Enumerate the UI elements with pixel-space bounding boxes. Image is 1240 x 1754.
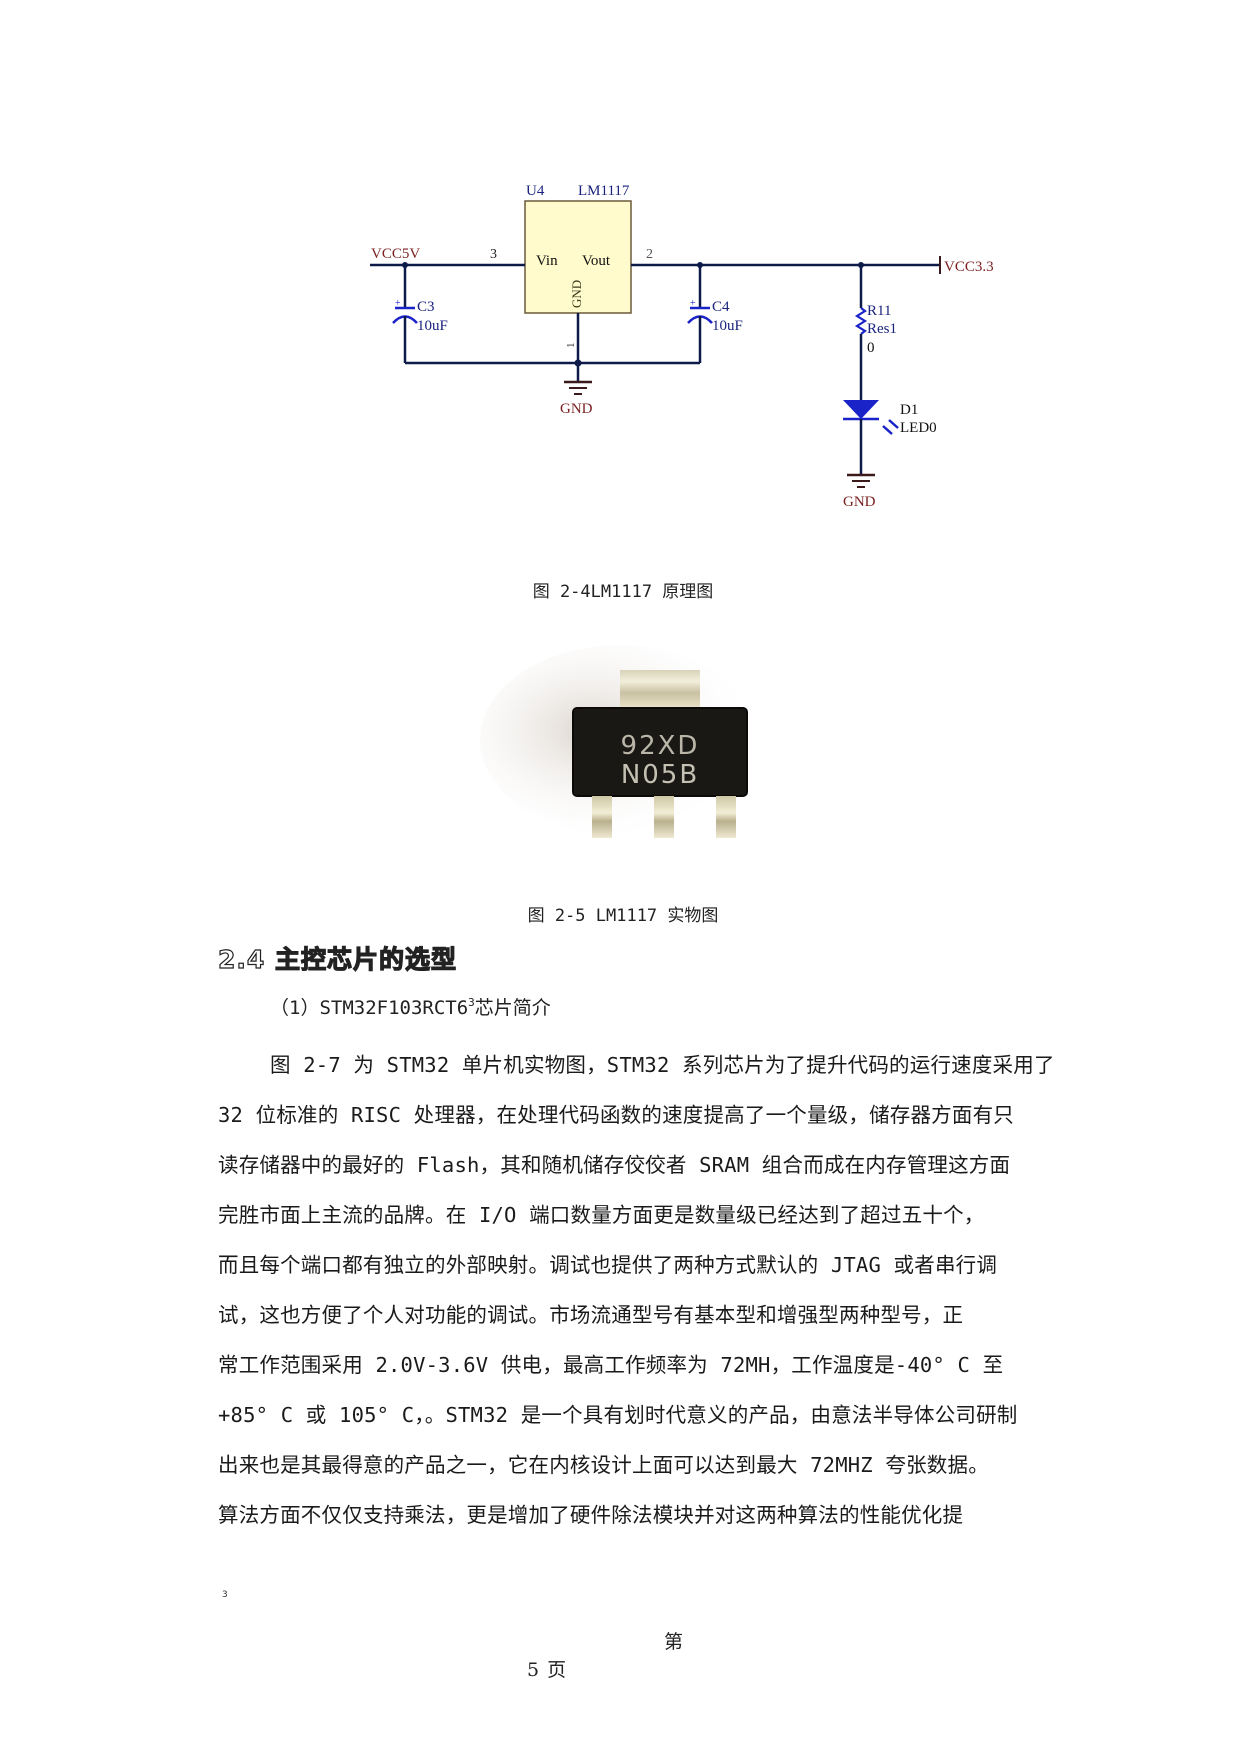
- c3-value: 10uF: [417, 318, 448, 334]
- c4-ref: C4: [712, 299, 730, 315]
- paragraph-line: 而且每个端口都有独立的外部映射。调试也提供了两种方式默认的 JTAG 或者串行调: [218, 1253, 998, 1277]
- pin-gnd-label: GND: [569, 280, 584, 308]
- page-footer-ye: 页: [547, 1659, 575, 1681]
- chip-marking-2: N05B: [621, 760, 699, 790]
- pin1-number: 1: [565, 343, 577, 349]
- figure-2-4-caption: 图 2-4LM1117 原理图: [532, 582, 714, 602]
- u4-part: LM1117: [578, 183, 630, 199]
- ic-u4-body: [524, 200, 632, 314]
- lm1117-photo: 92XD N05B: [470, 620, 920, 880]
- page-footer-di: 第: [664, 1631, 684, 1653]
- figure-2-5-caption: 图 2-5 LM1117 实物图: [527, 906, 719, 926]
- lm1117-schematic: U4 LM1117 Vin Vout GND 3 VCC5V + C3 10uF…: [370, 180, 1050, 560]
- pin-vout-label: Vout: [582, 253, 611, 269]
- chip-tab: [620, 670, 700, 708]
- r11-type: Res1: [867, 321, 897, 337]
- svg-text:+: +: [395, 298, 401, 309]
- footnote-ref[interactable]: 3: [468, 996, 475, 1009]
- body-paragraph: 图 2-7 为 STM32 单片机实物图，STM32 系列芯片为了提升代码的运行…: [218, 1040, 1138, 1540]
- paragraph-line: 试，这也方便了个人对功能的调试。市场流通型号有基本型和增强型两种型号，正: [218, 1303, 964, 1327]
- paragraph-line: 读存储器中的最好的 Flash，其和随机储存佼佼者 SRAM 组合而成在内存管理…: [218, 1153, 1011, 1177]
- chip-pin-3: [716, 796, 736, 838]
- d1-type: LED0: [900, 420, 937, 436]
- paragraph-line: 32 位标准的 RISC 处理器，在处理代码函数的速度提高了一个量级，储存器方面…: [218, 1103, 1014, 1127]
- pin3-number: 3: [490, 247, 497, 262]
- gnd-label-1: GND: [560, 401, 593, 417]
- subheading-suffix: 芯片简介: [474, 997, 551, 1019]
- page-footer-number: 5页: [527, 1655, 574, 1682]
- net-vcc3v3: VCC3.3: [944, 259, 994, 275]
- c4-value: 10uF: [712, 318, 743, 334]
- net-vcc5v: VCC5V: [371, 246, 420, 262]
- chip-marking-1: 92XD: [621, 731, 700, 761]
- d1-ref: D1: [900, 402, 918, 418]
- section-heading: 2.4 主控芯片的选型: [217, 944, 457, 974]
- chip-pin-1: [592, 796, 612, 838]
- paragraph-line: 出来也是其最得意的产品之一，它在内核设计上面可以达到最大 72MHZ 夸张数据。: [218, 1453, 989, 1477]
- subheading-prefix: （1）STM32F103RCT6: [270, 997, 469, 1019]
- subsection-heading: （1）STM32F103RCT63芯片简介: [270, 993, 551, 1020]
- chip-pin-2: [654, 796, 674, 838]
- r11-ref: R11: [867, 303, 891, 319]
- r11-value: 0: [867, 340, 875, 356]
- svg-text:+: +: [690, 298, 696, 309]
- gnd-label-2: GND: [843, 494, 876, 510]
- paragraph-line: 完胜市面上主流的品牌。在 I/O 端口数量方面更是数量级已经达到了超过五十个，: [218, 1203, 985, 1227]
- pin2-number: 2: [646, 247, 653, 262]
- footnote-marker: 3: [222, 1590, 228, 1600]
- pin-vin-label: Vin: [536, 253, 558, 269]
- u4-ref: U4: [526, 183, 545, 199]
- paragraph-line: 算法方面不仅仅支持乘法，更是增加了硬件除法模块并对这两种算法的性能优化提: [218, 1503, 964, 1527]
- paragraph-line: +85° C 或 105° C，。STM32 是一个具有划时代意义的产品，由意法…: [218, 1403, 1018, 1427]
- paragraph-line: 常工作范围采用 2.0V-3.6V 供电，最高工作频率为 72MH，工作温度是-…: [218, 1353, 1004, 1377]
- page-number: 5: [527, 1659, 548, 1681]
- c3-ref: C3: [417, 299, 435, 315]
- paragraph-line: 图 2-7 为 STM32 单片机实物图，STM32 系列芯片为了提升代码的运行…: [270, 1053, 1055, 1077]
